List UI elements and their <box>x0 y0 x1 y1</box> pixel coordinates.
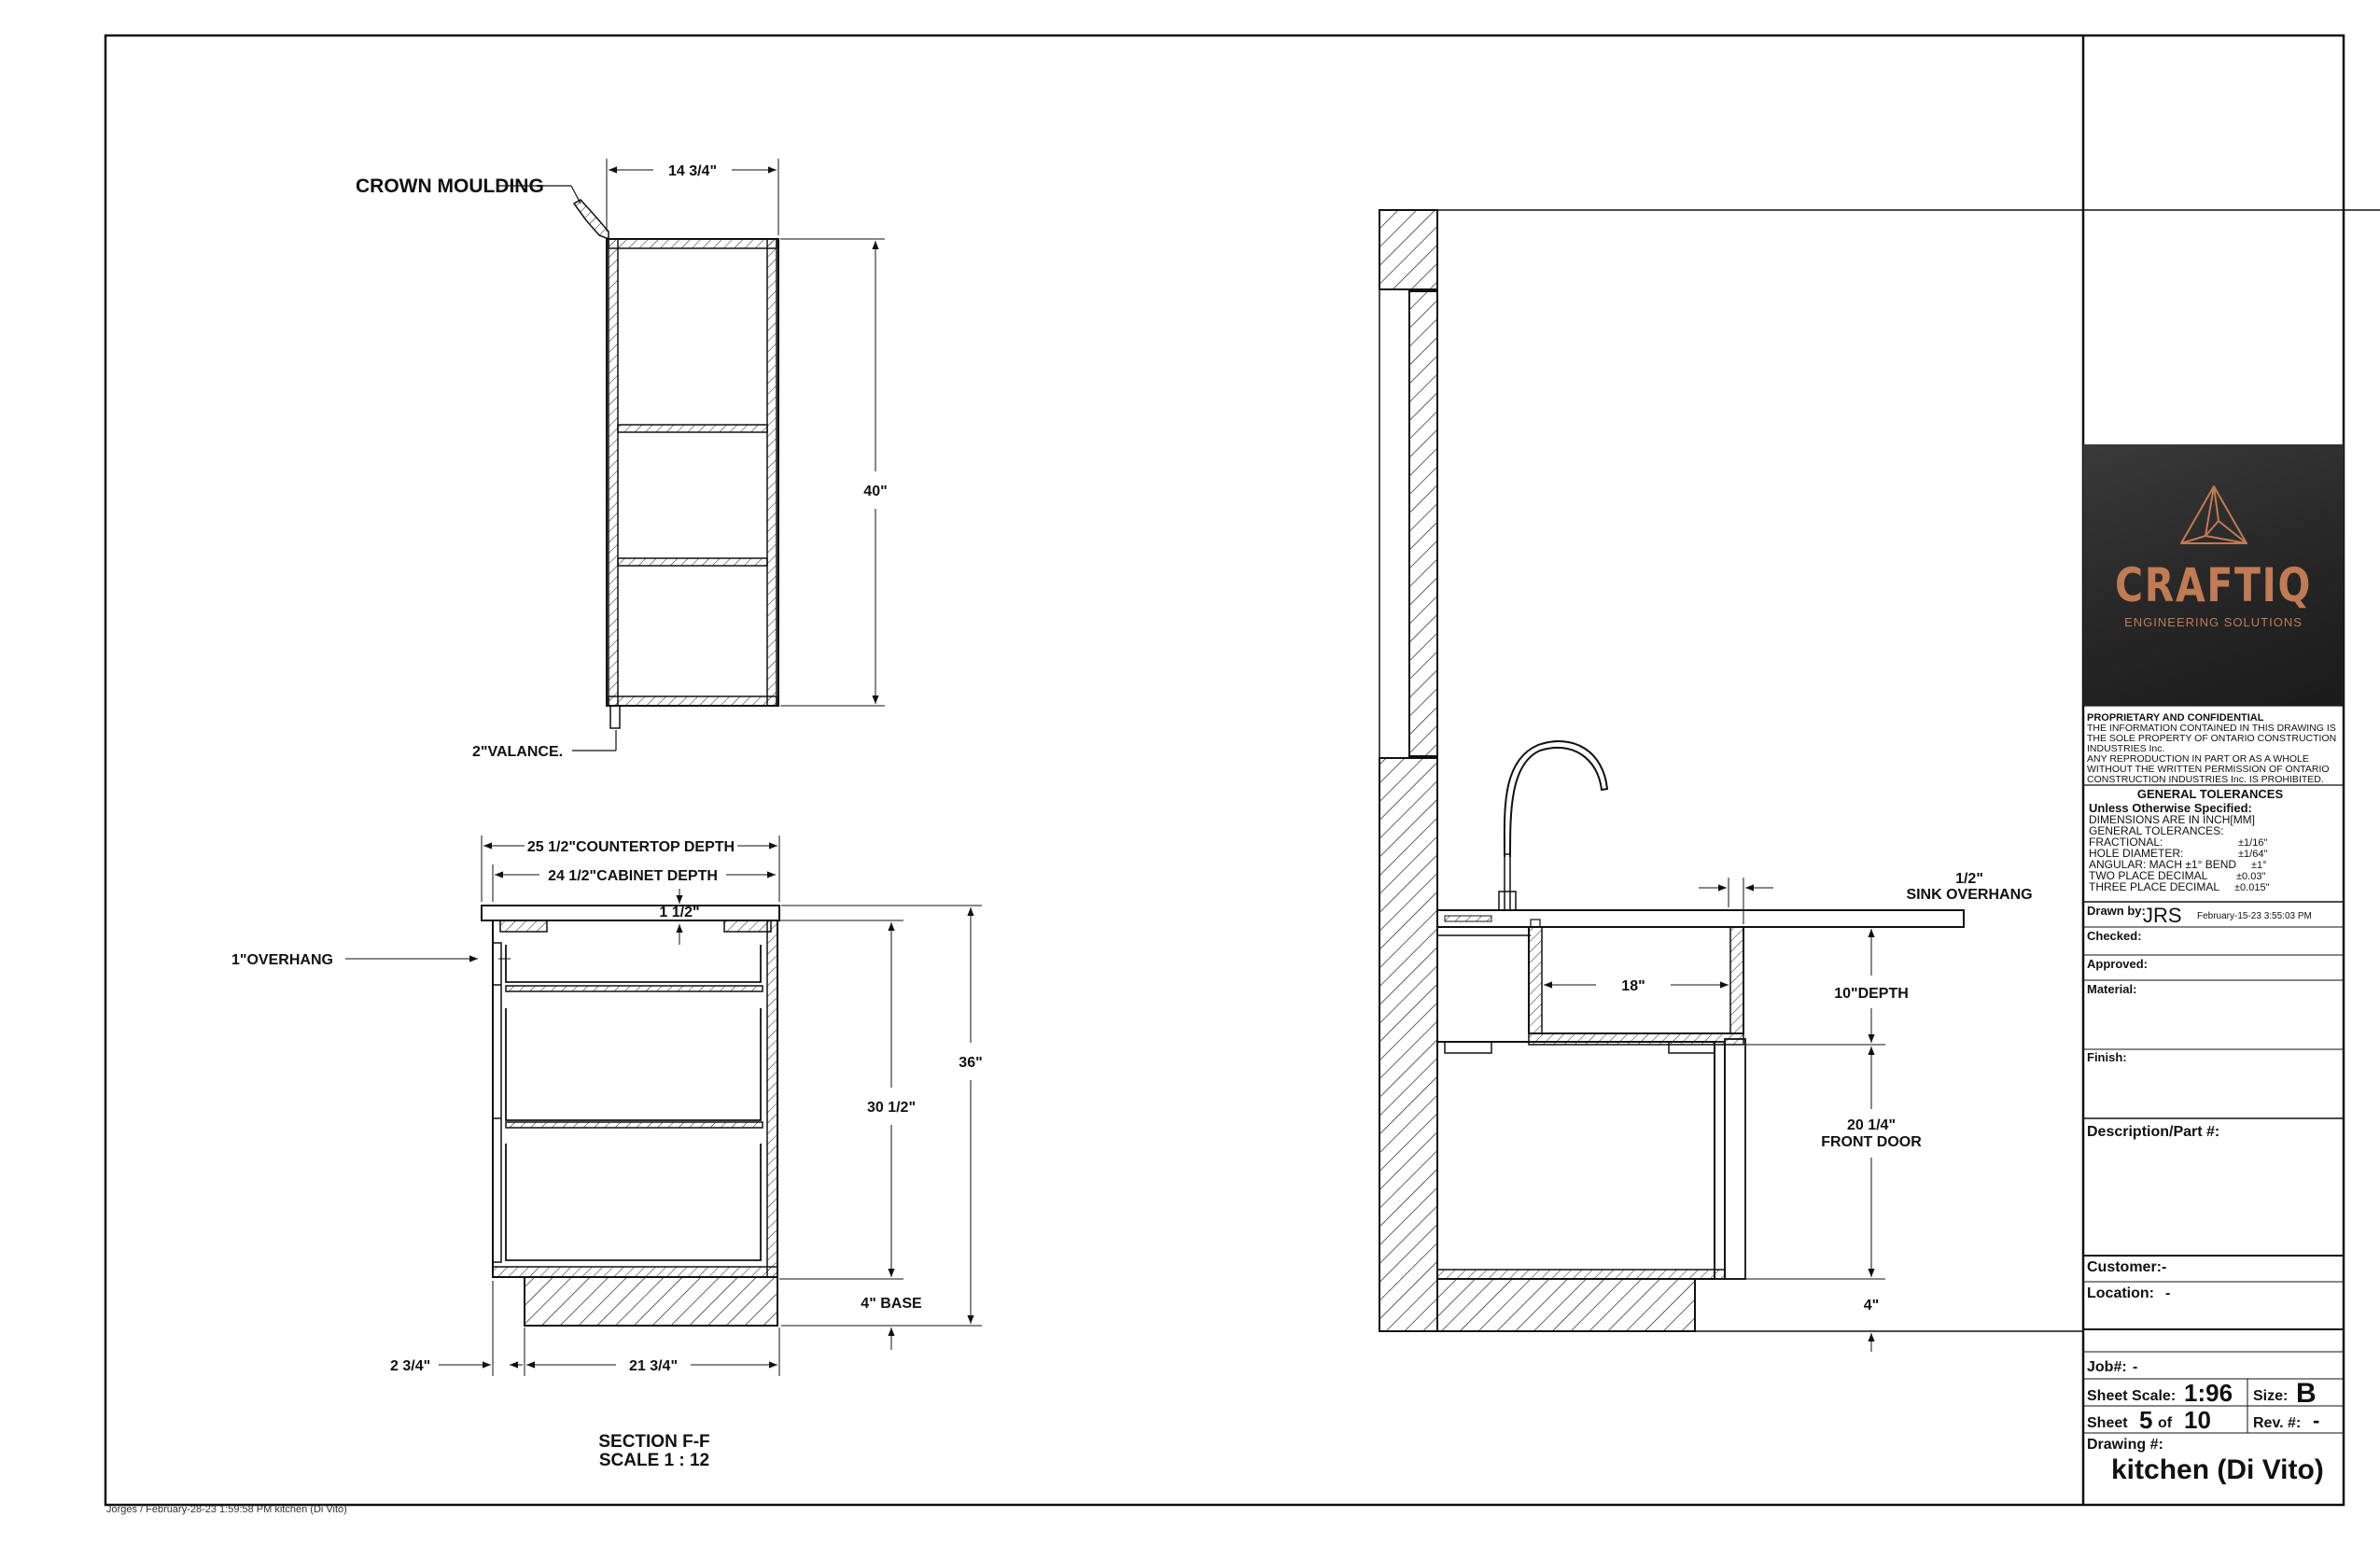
toe-kick-width-dim: 2 3/4" <box>390 1358 430 1374</box>
elevation-base-dim: 4" <box>1864 1298 1879 1313</box>
tolerance-value: ±1/16" <box>2238 837 2267 849</box>
tolerance-line: HOLE DIAMETER: <box>2089 847 2183 860</box>
tolerance-value: ±1° <box>2251 860 2267 871</box>
top-gap-dim: 1 1/2" <box>659 905 699 920</box>
sheet-label: Sheet <box>2087 1415 2128 1431</box>
tolerance-line: THREE PLACE DECIMAL <box>2089 880 2219 893</box>
front-door-label: FRONT DOOR <box>1821 1134 1922 1150</box>
description-label: Description/Part #: <box>2087 1124 2219 1140</box>
sheet-number: 5 <box>2139 1406 2152 1434</box>
job-label: Job#: <box>2087 1359 2127 1375</box>
sink-width-dim: 18" <box>1621 978 1645 994</box>
sink-depth-dim: 10"DEPTH <box>1834 986 1909 1002</box>
cabinet-body-height-dim: 30 1/2" <box>867 1100 916 1116</box>
job-value: - <box>2133 1359 2137 1375</box>
proprietary-line: INDUSTRIES Inc. <box>2087 743 2164 754</box>
location-label: Location: <box>2087 1285 2154 1301</box>
approved-label: Approved: <box>2087 957 2148 971</box>
size-value: B <box>2296 1378 2317 1409</box>
proprietary-line: THE SOLE PROPERTY OF ONTARIO CONSTRUCTIO… <box>2087 733 2336 744</box>
tolerances-heading: GENERAL TOLERANCES <box>2137 787 2284 801</box>
proprietary-line: CONSTRUCTION INDUSTRIES Inc. IS PROHIBIT… <box>2087 774 2324 785</box>
tolerance-line: ANGULAR: MACH ±1° BEND <box>2089 858 2236 871</box>
proprietary-line: THE INFORMATION CONTAINED IN THIS DRAWIN… <box>2087 723 2336 734</box>
sheet-total: 10 <box>2184 1406 2211 1434</box>
total-height-dim: 36" <box>959 1055 982 1071</box>
proprietary-line: ANY REPRODUCTION IN PART OR AS A WHOLE <box>2087 753 2309 765</box>
sheet-border <box>104 34 2345 1507</box>
rev-label: Rev. #: <box>2253 1415 2301 1431</box>
proprietary-line: WITHOUT THE WRITTEN PERMISSION OF ONTARI… <box>2087 764 2330 775</box>
front-door-value: 20 1/4" <box>1847 1117 1896 1133</box>
company-logo-panel: CRAFTIQ ENGINEERING SOLUTIONS <box>2083 444 2344 706</box>
rev-value: - <box>2313 1409 2319 1432</box>
finish-label: Finish: <box>2087 1050 2127 1064</box>
section-title: SECTION F-F <box>598 1432 709 1452</box>
sink-overhang-value: 1/2" <box>1955 871 1983 887</box>
sheet-scale-value: 1:96 <box>2184 1379 2233 1407</box>
checked-label: Checked: <box>2087 929 2142 943</box>
wall-cabinet-height-dim: 40" <box>863 484 887 499</box>
cabinet-depth-dim: 24 1/2"CABINET DEPTH <box>548 868 718 884</box>
material-label: Material: <box>2087 982 2136 996</box>
tolerance-line: GENERAL TOLERANCES: <box>2089 824 2224 837</box>
sink-overhang-label: SINK OVERHANG <box>1906 887 2032 903</box>
base-cabinet-section <box>481 905 780 1327</box>
logo-name: CRAFTIQ <box>2115 558 2312 612</box>
crown-moulding-label: CROWN MOULDING <box>356 176 544 197</box>
pyramid-logo-icon <box>2180 485 2247 544</box>
title-block <box>2083 705 2344 1434</box>
base-width-dim: 21 3/4" <box>629 1358 678 1374</box>
tolerance-line: FRACTIONAL: <box>2089 836 2163 849</box>
location-value: - <box>2165 1285 2170 1301</box>
valance-label: 2"VALANCE. <box>472 744 563 760</box>
drawing-name: kitchen (Di Vito) <box>2111 1454 2324 1485</box>
tolerance-line: TWO PLACE DECIMAL <box>2089 869 2208 882</box>
kitchen-side-elevation <box>1379 209 2380 1332</box>
drawn-by-value: JRS <box>2143 904 2182 927</box>
base-height-dim: 4" BASE <box>861 1296 922 1312</box>
footer-stamp: Jorges / February-28-23 1:59:58 PM kitch… <box>106 1504 347 1515</box>
tolerance-value: ±0.03" <box>2236 871 2265 882</box>
tolerance-line: DIMENSIONS ARE IN INCH[MM] <box>2089 813 2255 826</box>
customer-label: Customer: <box>2087 1259 2162 1275</box>
sheet-scale-label: Sheet Scale: <box>2087 1388 2176 1404</box>
drawn-date: February-15-23 3:55:03 PM <box>2197 911 2312 921</box>
drawn-by-label: Drawn by: <box>2087 904 2146 918</box>
logo-tagline: ENGINEERING SOLUTIONS <box>2124 615 2303 629</box>
size-label: Size: <box>2253 1388 2288 1404</box>
overhang-dim: 1"OVERHANG <box>231 952 333 968</box>
unless-specified: Unless Otherwise Specified: <box>2089 801 2252 815</box>
section-scale: SCALE 1 : 12 <box>599 1451 709 1470</box>
proprietary-heading: PROPRIETARY AND CONFIDENTIAL <box>2087 712 2264 723</box>
wall-cabinet-section <box>572 199 779 729</box>
tolerance-value: ±0.015" <box>2234 882 2270 893</box>
countertop-depth-dim: 25 1/2"COUNTERTOP DEPTH <box>527 839 735 855</box>
wall-cabinet-width-dim: 14 3/4" <box>668 163 717 179</box>
customer-value: - <box>2162 1259 2166 1275</box>
drawing-number-label: Drawing #: <box>2087 1437 2163 1453</box>
sheet-of: of <box>2158 1415 2173 1431</box>
tolerance-value: ±1/64" <box>2238 849 2267 860</box>
